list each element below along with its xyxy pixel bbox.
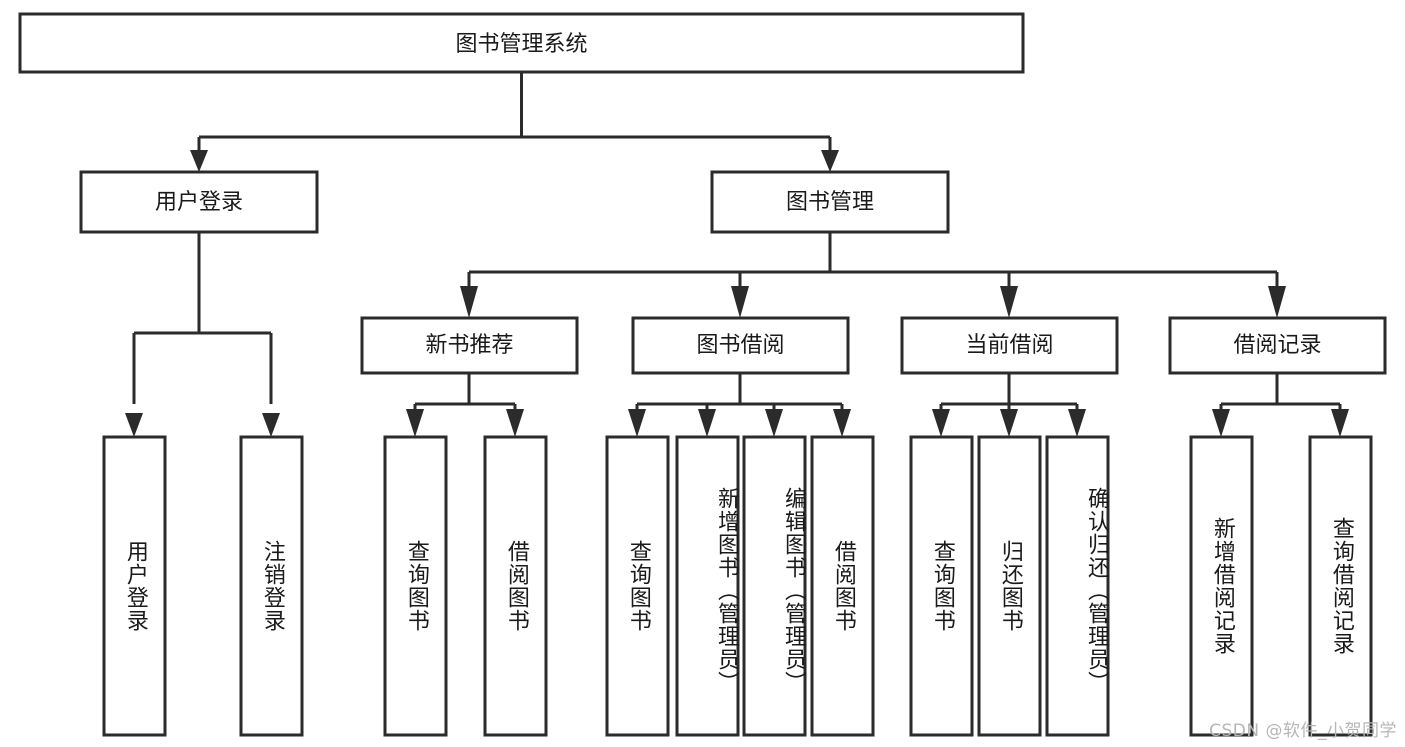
node-layer: 图书管理系统 用户登录 图书管理 新书推荐 图书借阅 当前借阅 借阅记录 bbox=[18, 12, 1387, 737]
arrowhead-icon-leaf-edit-book-admin bbox=[765, 409, 783, 437]
arrowhead-icon-leaf-query-book-3 bbox=[932, 409, 950, 437]
arrowhead-icon-leaf-add-book-admin bbox=[698, 409, 716, 437]
csdn-watermark: CSDN @软件_小贺同学 bbox=[1209, 721, 1397, 741]
node-box-leaf-borrow-book-1[interactable] bbox=[483, 435, 548, 737]
node-box-leaf-borrow-book-2[interactable] bbox=[810, 435, 875, 737]
arrowhead-icon-leaf-logout-login bbox=[262, 413, 280, 437]
node-box-leaf-add-borrow-record[interactable] bbox=[1189, 435, 1254, 737]
node-box-borrow-record[interactable] bbox=[1168, 316, 1387, 375]
node-label-current-borrow: 当前借阅 bbox=[965, 333, 1053, 358]
node-box-leaf-confirm-return-admin[interactable] bbox=[1045, 435, 1110, 737]
arrowhead-icon-leaf-query-borrow-record bbox=[1331, 409, 1349, 437]
arrowhead-icon-user-login bbox=[190, 150, 208, 172]
arrowhead-icon-new-book-recommend bbox=[460, 286, 478, 318]
node-label-user-login: 用户登录 bbox=[155, 190, 243, 215]
node-box-leaf-query-book-3[interactable] bbox=[909, 435, 974, 737]
arrowhead-icon-leaf-return-book bbox=[1000, 409, 1018, 437]
node-box-leaf-user-login[interactable] bbox=[102, 435, 167, 737]
arrowhead-icon-book-management bbox=[821, 150, 839, 172]
node-label-book-management: 图书管理 bbox=[786, 190, 874, 215]
node-label-new-book-recommend: 新书推荐 bbox=[425, 333, 513, 358]
node-box-leaf-logout-login[interactable] bbox=[239, 435, 304, 737]
arrowhead-icon-leaf-confirm-return-admin bbox=[1068, 409, 1086, 437]
node-box-user-login[interactable] bbox=[79, 170, 319, 234]
node-box-leaf-query-book-1[interactable] bbox=[383, 435, 448, 737]
arrowhead-icon-leaf-borrow-book-1 bbox=[506, 409, 524, 437]
arrowhead-icon-leaf-user-login bbox=[125, 413, 143, 437]
node-box-current-borrow[interactable] bbox=[900, 316, 1119, 375]
arrowhead-icon-leaf-query-book-2 bbox=[628, 409, 646, 437]
arrowhead-icon-leaf-borrow-book-2 bbox=[833, 409, 851, 437]
node-box-leaf-query-book-2[interactable] bbox=[605, 435, 670, 737]
node-box-leaf-return-book[interactable] bbox=[977, 435, 1042, 737]
arrowhead-layer bbox=[125, 150, 1349, 437]
arrowhead-icon-borrow-record bbox=[1268, 286, 1286, 318]
node-box-leaf-edit-book-admin[interactable] bbox=[742, 435, 807, 737]
node-box-leaf-query-borrow-record[interactable] bbox=[1308, 435, 1373, 737]
node-label-book-borrow: 图书借阅 bbox=[696, 333, 784, 358]
arrowhead-icon-leaf-add-borrow-record bbox=[1212, 409, 1230, 437]
arrowhead-icon-current-borrow bbox=[1000, 286, 1018, 318]
arrowhead-icon-book-borrow bbox=[731, 286, 749, 318]
node-box-new-book-recommend[interactable] bbox=[360, 316, 579, 375]
node-box-leaf-add-book-admin[interactable] bbox=[675, 435, 740, 737]
node-box-book-borrow[interactable] bbox=[631, 316, 850, 375]
arrowhead-icon-leaf-query-book-1 bbox=[406, 409, 424, 437]
node-box-book-management[interactable] bbox=[710, 170, 950, 234]
node-box-root[interactable] bbox=[18, 12, 1025, 74]
node-label-root: 图书管理系统 bbox=[455, 32, 587, 57]
node-label-borrow-record: 借阅记录 bbox=[1233, 333, 1321, 358]
